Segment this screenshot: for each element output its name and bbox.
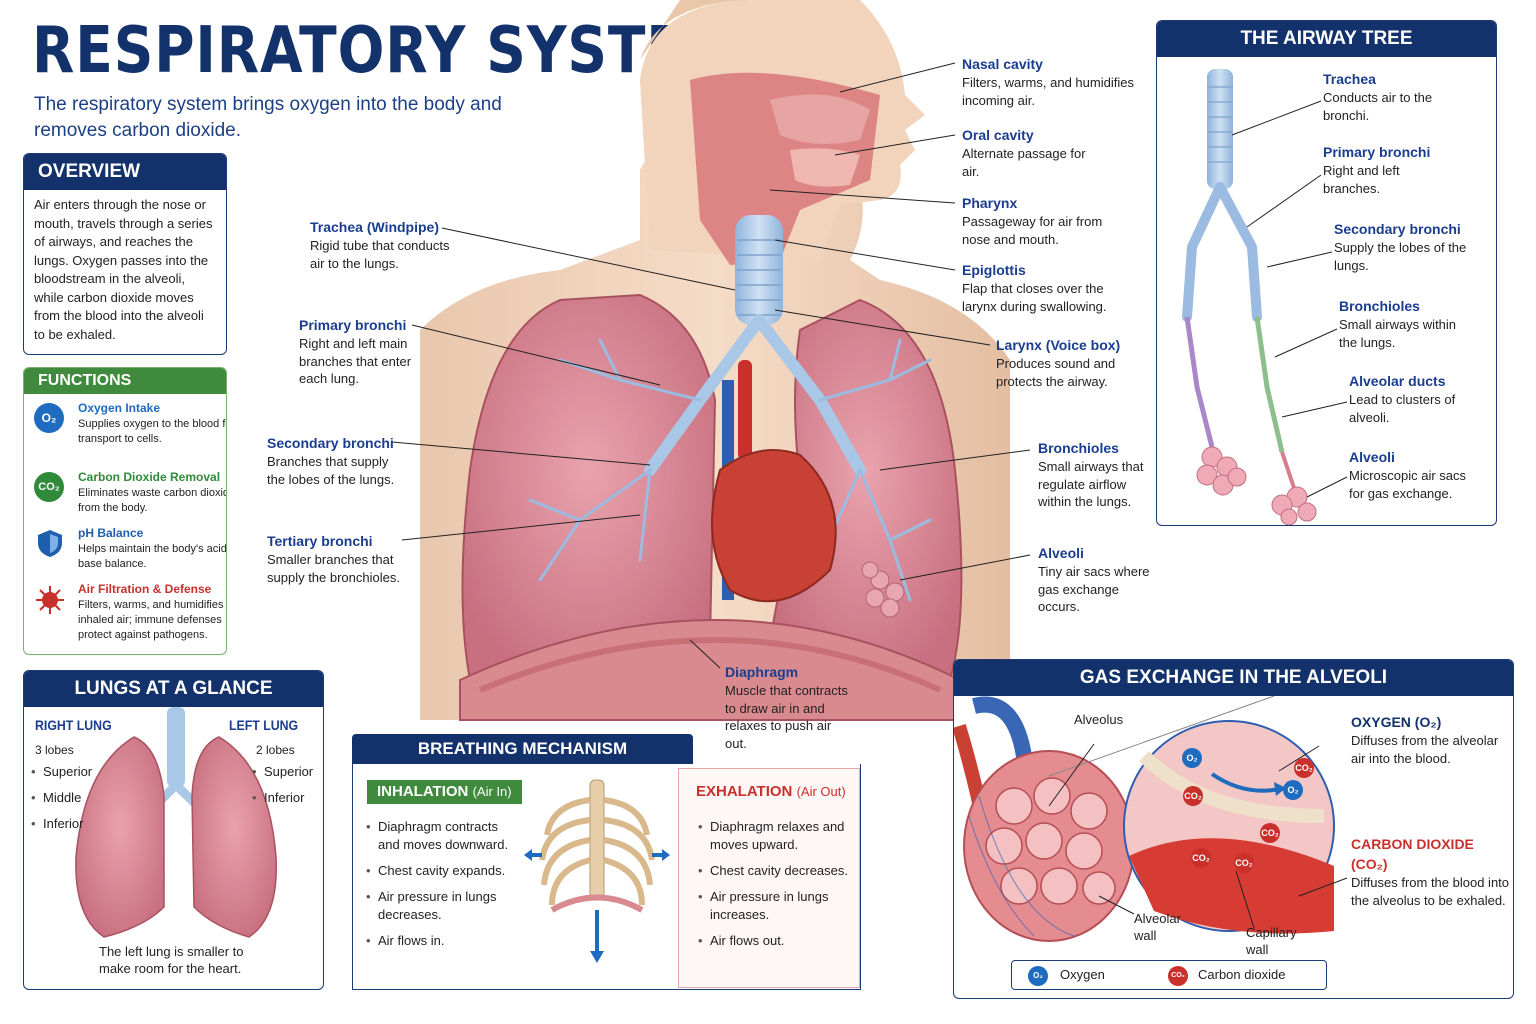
svg-text:O₂: O₂ [1187,753,1198,763]
page-title: RESPIRATORY SYSTEM [32,14,741,88]
gas-exchange-illustration: O₂ O₂ CO₂ CO₂ CO₂ CO₂ CO₂ [954,696,1348,942]
right-lung-lobes: 3 lobes [35,743,74,757]
airway-tree-illustration [1182,69,1348,525]
shield-icon [38,530,62,557]
airway-tree-heading: THE AIRWAY TREE [1157,21,1496,57]
svg-text:O₂: O₂ [1288,785,1299,795]
co2-legend-label: Carbon dioxide [1198,967,1286,982]
lungs-illustration [75,707,278,938]
label-trachea: Trachea (Windpipe)Rigid tube that conduc… [310,219,450,271]
oxygen-description: OXYGEN (O₂)Diffuses from the alveolar ai… [1351,714,1499,766]
svg-text:CO₂: CO₂ [1184,791,1202,801]
o2-legend-icon: O₂ [1028,966,1048,986]
breathing-heading: BREATHING MECHANISM [352,734,693,764]
svg-text:CO₂: CO₂ [1235,858,1253,868]
svg-text:CO₂: CO₂ [1295,763,1313,773]
page-subtitle: The respiratory system brings oxygen int… [34,94,502,141]
svg-text:CO₂: CO₂ [1261,828,1279,838]
functions-heading: FUNCTIONS [24,368,226,394]
gas-exchange-heading: GAS EXCHANGE IN THE ALVEOLI [954,660,1513,696]
right-lung-title: RIGHT LUNG [35,717,112,733]
left-lung-lobe-list: Superior Inferior [252,763,313,815]
overview-panel: OVERVIEW Air enters through the nose or … [23,153,227,355]
germ-icon [36,586,64,614]
co2-legend-icon: CO₂ [1168,966,1188,986]
left-lung-title: LEFT LUNG [229,717,299,733]
alveolus-label: Alveolus [1074,712,1124,727]
capillary-wall-label: Capillary wall [1246,925,1297,957]
gas-exchange-panel: GAS EXCHANGE IN THE ALVEOLI O₂ O₂ CO₂ CO… [953,659,1514,999]
label-larynx: Larynx (Voice box)Produces sound and pro… [996,337,1121,389]
overview-text: Air enters through the nose or mouth, tr… [34,197,213,342]
co2-icon: CO₂ [34,472,64,502]
functions-panel: FUNCTIONS O₂ Oxygen Intake Supplies oxyg… [23,367,227,655]
alveolar-wall-label: Alveolar wall [1134,911,1181,943]
o2-icon: O₂ [34,403,64,433]
co2-description: CARBON DIOXIDE (CO₂)Diffuses from the bl… [1351,836,1510,908]
exhalation-list: Diaphragm relaxes and moves upward. Ches… [698,818,848,958]
left-lung-lobes: 2 lobes [256,743,295,757]
lungs-glance-heading: LUNGS AT A GLANCE [24,671,323,707]
svg-text:CO₂: CO₂ [1192,853,1210,863]
right-lung-lobe-list: Superior Middle Inferior [31,763,92,841]
gas-legend: O₂ Oxygen CO₂ Carbon dioxide [1011,960,1327,990]
exhalation-label: EXHALATION (Air Out) [696,783,846,800]
lungs-glance-note: The left lung is smaller to make room fo… [99,944,244,976]
lungs-glance-panel: LUNGS AT A GLANCE RIGHT LUNG 3 lobes Sup… [23,670,324,990]
breathing-panel [352,764,861,990]
o2-legend-label: Oxygen [1060,967,1105,982]
inhalation-label: INHALATION (Air In) [367,780,522,804]
ribcage-illustration [524,779,670,963]
overview-heading: OVERVIEW [24,154,226,190]
inhalation-list: Diaphragm contracts and moves downward. … [366,818,516,958]
